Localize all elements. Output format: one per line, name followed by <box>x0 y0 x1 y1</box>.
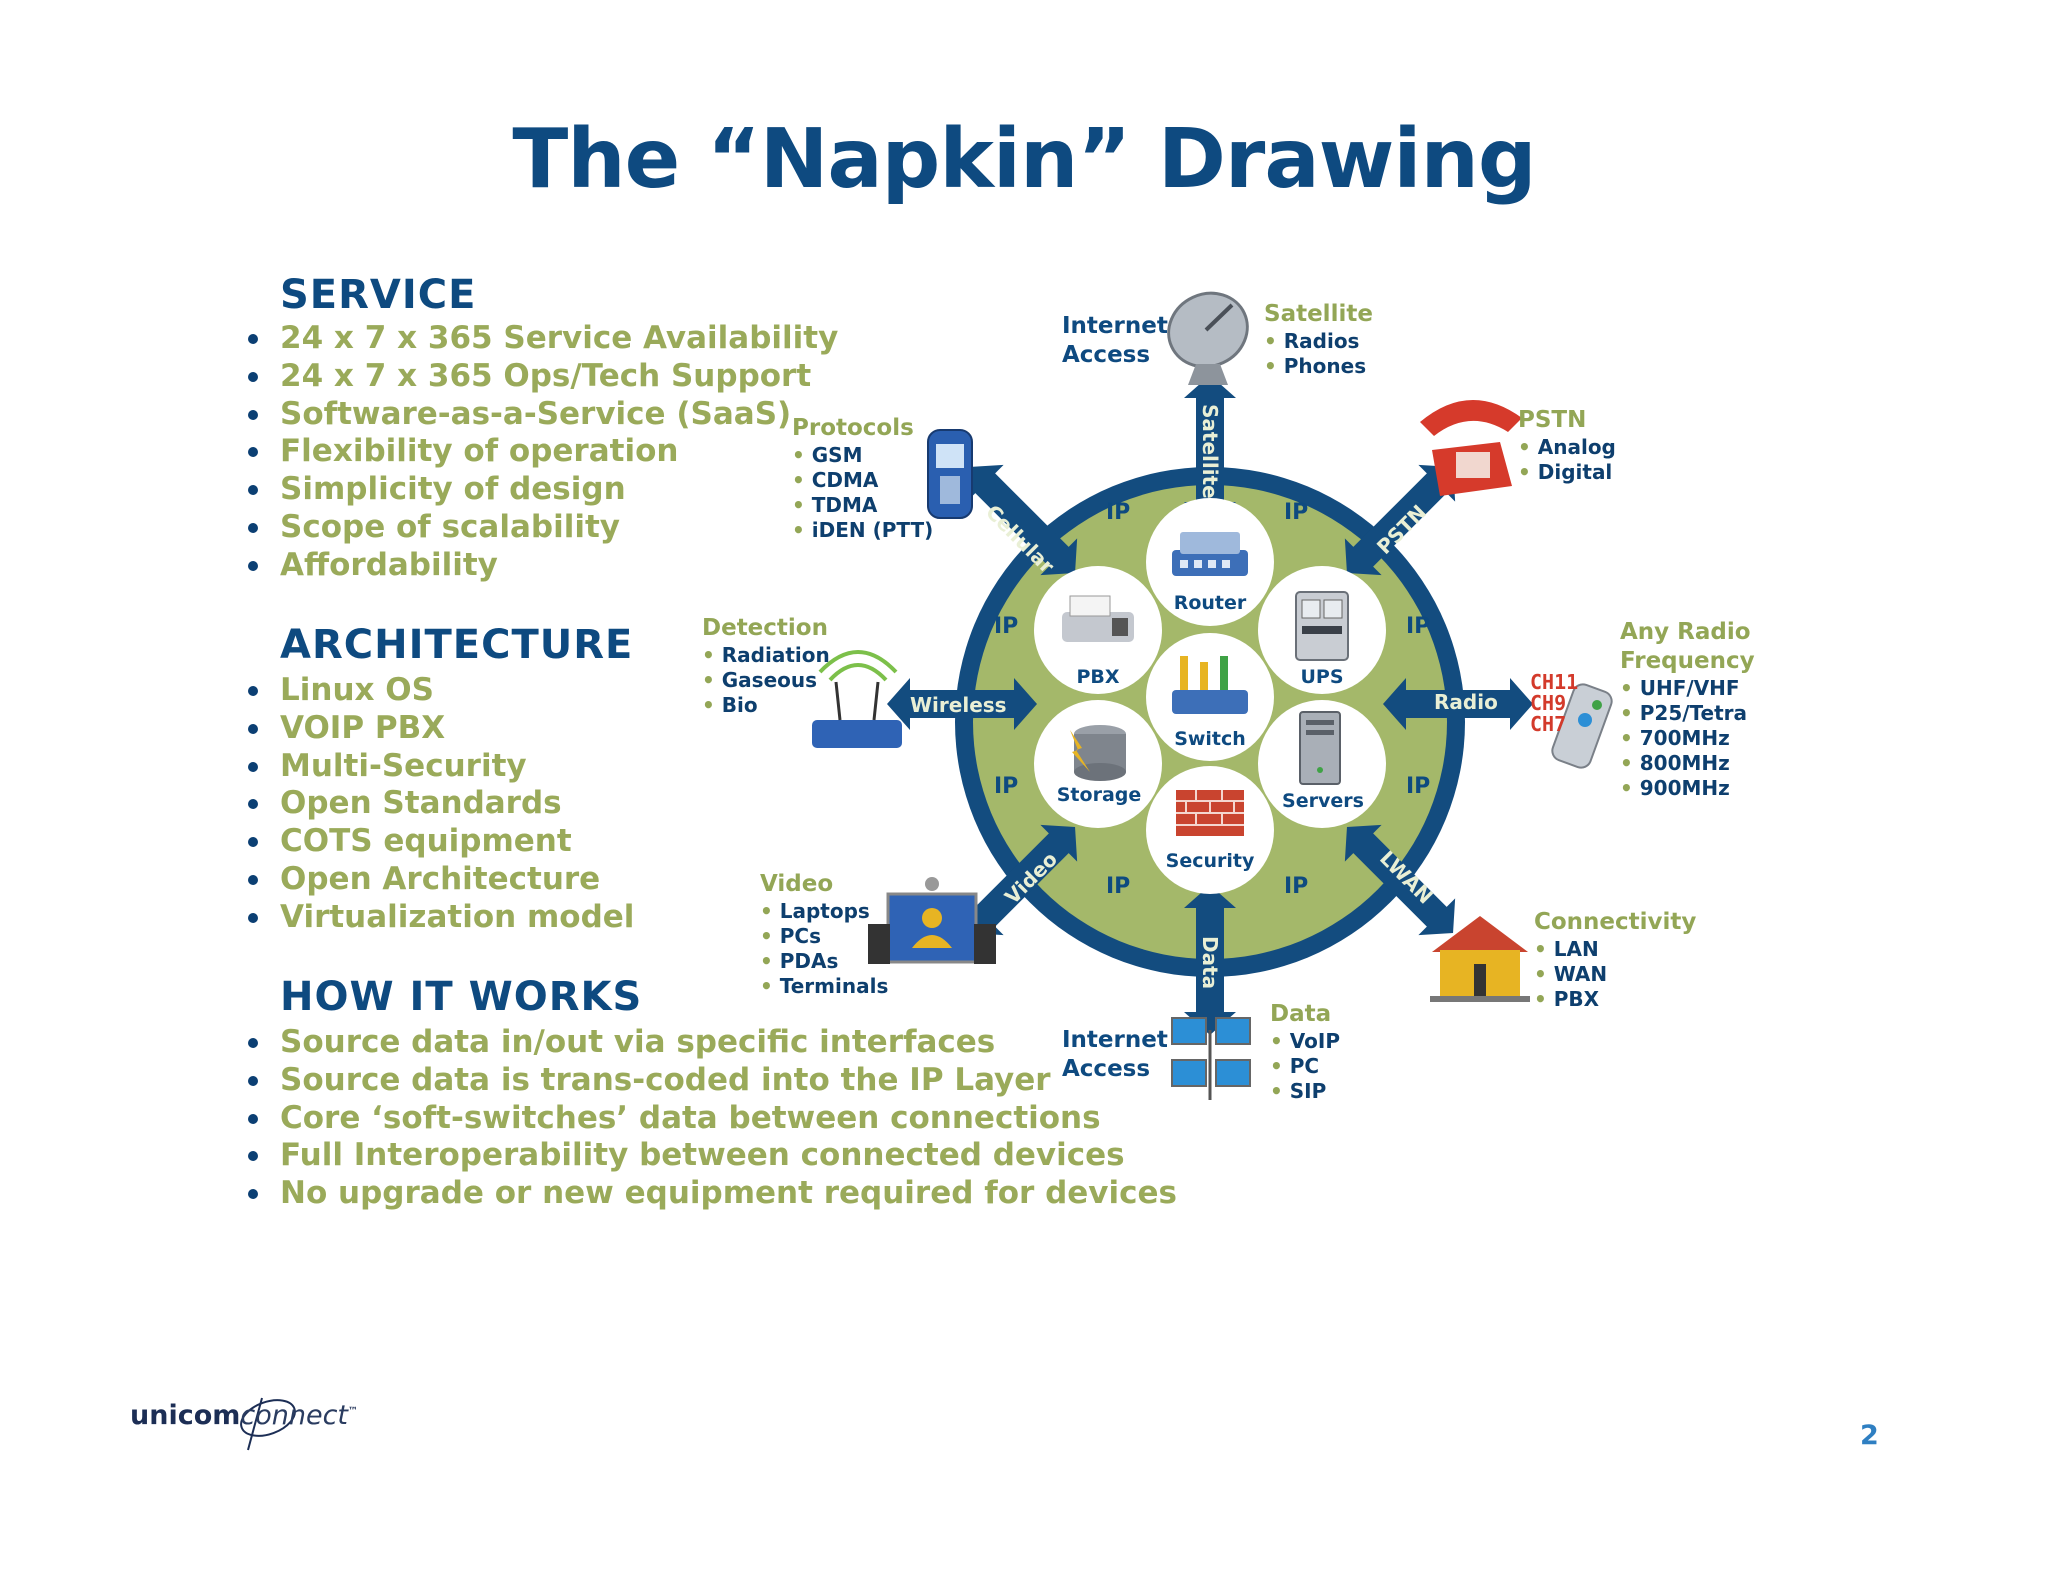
mobile-phone-icon <box>928 430 972 518</box>
satellite-item: Phones <box>1264 354 1373 379</box>
pstn-item: Digital <box>1518 460 1616 485</box>
connectivity-item: WAN <box>1534 962 1696 987</box>
video-callout: Video Laptops PCs PDAs Terminals <box>760 870 888 999</box>
protocols-title: Protocols <box>792 414 933 443</box>
internet-access-bottom: Internet Access <box>1062 1026 1168 1084</box>
router-label: Router <box>1172 592 1248 614</box>
data-title: Data <box>1270 1000 1340 1029</box>
pbx-label: PBX <box>1070 666 1126 688</box>
detection-item: Radiation <box>702 643 830 668</box>
video-item: Laptops <box>760 899 888 924</box>
radio-frequency-item: 900MHz <box>1620 776 1755 801</box>
ip-label: IP <box>1284 500 1308 525</box>
video-item: PCs <box>760 924 888 949</box>
pstn-callout: PSTN Analog Digital <box>1518 406 1616 485</box>
internet-access-line1: Internet <box>1062 312 1168 341</box>
detection-title: Detection <box>702 614 830 643</box>
internet-access-line2: Access <box>1062 1055 1168 1084</box>
radio-display: CH11 CH9 CH7 <box>1530 672 1578 735</box>
pstn-title: PSTN <box>1518 406 1616 435</box>
satellite-title: Satellite <box>1264 300 1373 329</box>
logo-connect-text: connect <box>240 1400 348 1431</box>
detection-callout: Detection Radiation Gaseous Bio <box>702 614 830 718</box>
servers-label: Servers <box>1278 790 1368 812</box>
protocols-item: CDMA <box>792 468 933 493</box>
arrow-label-wireless: Wireless <box>910 693 1007 717</box>
data-item: VoIP <box>1270 1029 1340 1054</box>
radio-frequency-callout: Any Radio Frequency UHF/VHF P25/Tetra 70… <box>1620 618 1755 801</box>
router-icon <box>1172 532 1248 576</box>
switch-label: Switch <box>1172 728 1248 750</box>
internet-access-line1: Internet <box>1062 1026 1168 1055</box>
video-title: Video <box>760 870 888 899</box>
server-icon <box>1300 712 1340 784</box>
networked-pcs-icon <box>1172 1018 1250 1100</box>
storage-label: Storage <box>1054 784 1144 806</box>
connectivity-item: LAN <box>1534 937 1696 962</box>
protocols-item: GSM <box>792 443 933 468</box>
satellite-dish-icon <box>1157 280 1260 385</box>
security-label: Security <box>1160 850 1260 872</box>
connectivity-title: Connectivity <box>1534 908 1696 937</box>
data-callout: Data VoIP PC SIP <box>1270 1000 1340 1104</box>
ups-label: UPS <box>1294 666 1350 688</box>
satellite-item: Radios <box>1264 329 1373 354</box>
pstn-item: Analog <box>1518 435 1616 460</box>
arrow-label-data: Data <box>1198 936 1222 989</box>
internet-access-line2: Access <box>1062 341 1168 370</box>
logo-main-text: unicom <box>130 1400 240 1431</box>
protocols-item: TDMA <box>792 493 933 518</box>
firewall-icon <box>1176 790 1244 836</box>
connectivity-item: PBX <box>1534 987 1696 1012</box>
radio-frequency-item: P25/Tetra <box>1620 701 1755 726</box>
connectivity-callout: Connectivity LAN WAN PBX <box>1534 908 1696 1012</box>
data-item: SIP <box>1270 1079 1340 1104</box>
internet-access-top: Internet Access <box>1062 312 1168 370</box>
ip-label: IP <box>994 774 1018 799</box>
storage-icon <box>1070 725 1126 781</box>
radio-frequency-item: 700MHz <box>1620 726 1755 751</box>
ip-label: IP <box>1406 774 1430 799</box>
radio-frequency-item: 800MHz <box>1620 751 1755 776</box>
detection-item: Gaseous <box>702 668 830 693</box>
data-item: PC <box>1270 1054 1340 1079</box>
ip-label: IP <box>994 614 1018 639</box>
arrow-label-satellite: Satellite <box>1198 404 1222 499</box>
company-logo: unicomconnect™ <box>130 1400 358 1431</box>
video-item: Terminals <box>760 974 888 999</box>
protocols-callout: Protocols GSM CDMA TDMA iDEN (PTT) <box>792 414 933 543</box>
ip-label: IP <box>1106 874 1130 899</box>
radio-frequency-title: Frequency <box>1620 647 1755 676</box>
radio-frequency-title: Any Radio <box>1620 618 1755 647</box>
radio-frequency-item: UHF/VHF <box>1620 676 1755 701</box>
page-number: 2 <box>1860 1420 1879 1451</box>
detection-item: Bio <box>702 693 830 718</box>
logo-trademark: ™ <box>348 1406 358 1417</box>
ip-label: IP <box>1284 874 1308 899</box>
radio-channel: CH9 <box>1530 693 1578 714</box>
ups-icon <box>1296 592 1348 660</box>
ip-label: IP <box>1106 500 1130 525</box>
arrow-label-radio: Radio <box>1434 690 1498 714</box>
radio-channel: CH11 <box>1530 672 1578 693</box>
video-item: PDAs <box>760 949 888 974</box>
radio-channel: CH7 <box>1530 714 1578 735</box>
satellite-callout: Satellite Radios Phones <box>1264 300 1373 379</box>
ip-label: IP <box>1406 614 1430 639</box>
protocols-item: iDEN (PTT) <box>792 518 933 543</box>
